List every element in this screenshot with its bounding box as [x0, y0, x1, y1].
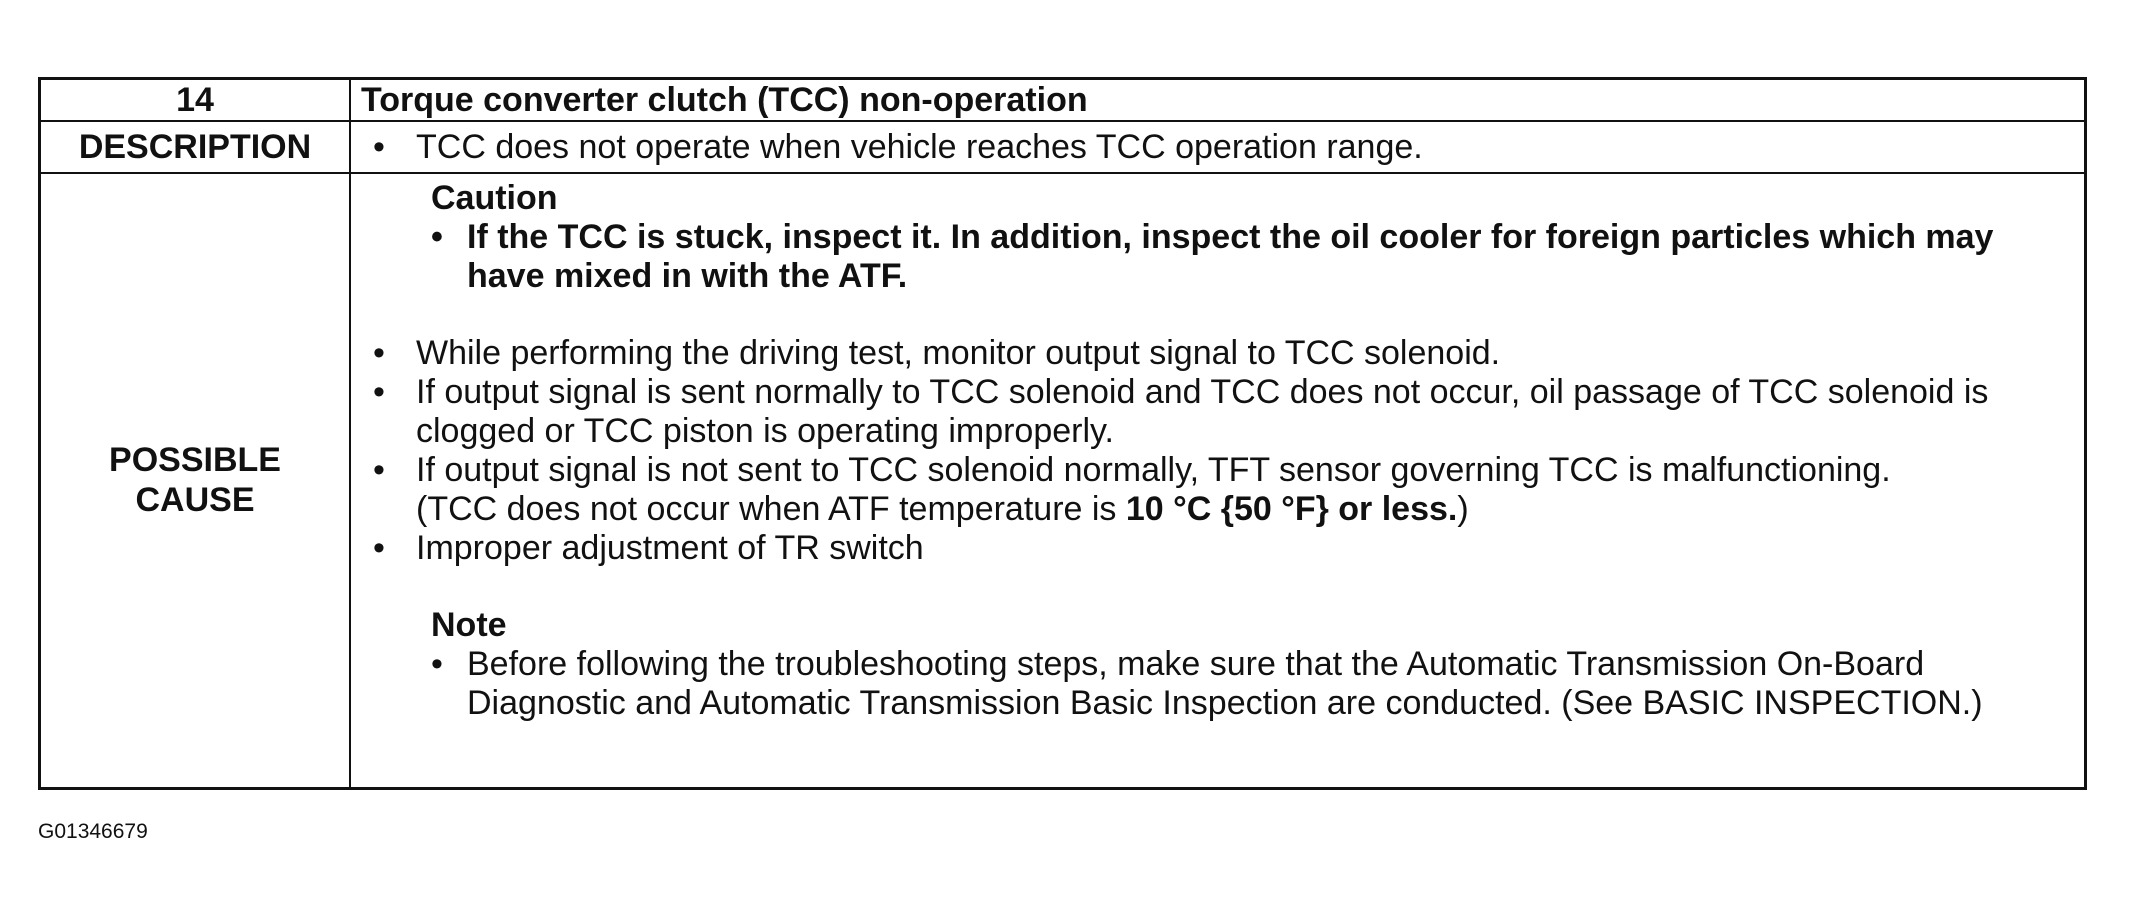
- note-item: • Before following the troubleshooting s…: [431, 645, 2076, 723]
- cause-text: If output signal is sent normally to TCC…: [416, 373, 1989, 450]
- figure-id: G01346679: [38, 820, 148, 843]
- note-text: Before following the troubleshooting ste…: [467, 645, 1983, 722]
- caution-text: If the TCC is stuck, inspect it. In addi…: [467, 218, 1994, 295]
- cause-text: If output signal is not sent to TCC sole…: [416, 451, 2076, 529]
- description-cell: • TCC does not operate when vehicle reac…: [349, 120, 2087, 174]
- possible-cause-cell: Caution • If the TCC is stuck, inspect i…: [349, 172, 2087, 789]
- cause-text-line2-start: (TCC does not occur when ATF temperature…: [416, 490, 1126, 528]
- temperature-threshold: 10 °C {50 °F} or less.: [1125, 490, 1458, 528]
- cause-item: • Improper adjustment of TR switch: [373, 529, 2076, 568]
- caution-item: • If the TCC is stuck, inspect it. In ad…: [431, 218, 2076, 296]
- description-item: • TCC does not operate when vehicle reac…: [373, 128, 2084, 167]
- cause-text: Improper adjustment of TR switch: [416, 529, 924, 567]
- note-list: • Before following the troubleshooting s…: [431, 645, 2076, 723]
- caution-title: Caution: [431, 179, 558, 217]
- cause-item: • If output signal is sent normally to T…: [373, 373, 2076, 451]
- possible-cause-label-line2: CAUSE: [135, 481, 255, 520]
- possible-cause-label: POSSIBLE CAUSE: [38, 172, 351, 789]
- bullet-icon: •: [431, 645, 443, 683]
- bullet-icon: •: [373, 373, 385, 411]
- possible-cause-row: POSSIBLE CAUSE Caution • If the TCC is s…: [38, 172, 2087, 789]
- troubleshooting-table: 14 Torque converter clutch (TCC) non-ope…: [38, 77, 2087, 790]
- cause-text-line2-end: ): [1457, 490, 1469, 528]
- symptom-title: Torque converter clutch (TCC) non-operat…: [349, 77, 2087, 122]
- bullet-icon: •: [373, 334, 385, 372]
- table-header-row: 14 Torque converter clutch (TCC) non-ope…: [38, 77, 2087, 122]
- cause-item: • If output signal is not sent to TCC so…: [373, 451, 2076, 529]
- description-label: DESCRIPTION: [38, 120, 351, 174]
- caution-list: • If the TCC is stuck, inspect it. In ad…: [431, 218, 2076, 296]
- description-text: TCC does not operate when vehicle reache…: [416, 127, 1423, 166]
- cause-item: • While performing the driving test, mon…: [373, 334, 2076, 373]
- bullet-icon: •: [373, 451, 385, 489]
- bullet-icon: •: [373, 127, 385, 166]
- note-title: Note: [431, 606, 507, 644]
- cause-text-line1: If output signal is not sent to TCC sole…: [416, 451, 1891, 489]
- bullet-icon: •: [373, 529, 385, 567]
- possible-cause-label-line1: POSSIBLE: [109, 441, 281, 480]
- step-number: 14: [38, 77, 351, 122]
- cause-text: While performing the driving test, monit…: [416, 334, 1501, 372]
- bullet-icon: •: [431, 218, 443, 256]
- description-row: DESCRIPTION • TCC does not operate when …: [38, 120, 2087, 174]
